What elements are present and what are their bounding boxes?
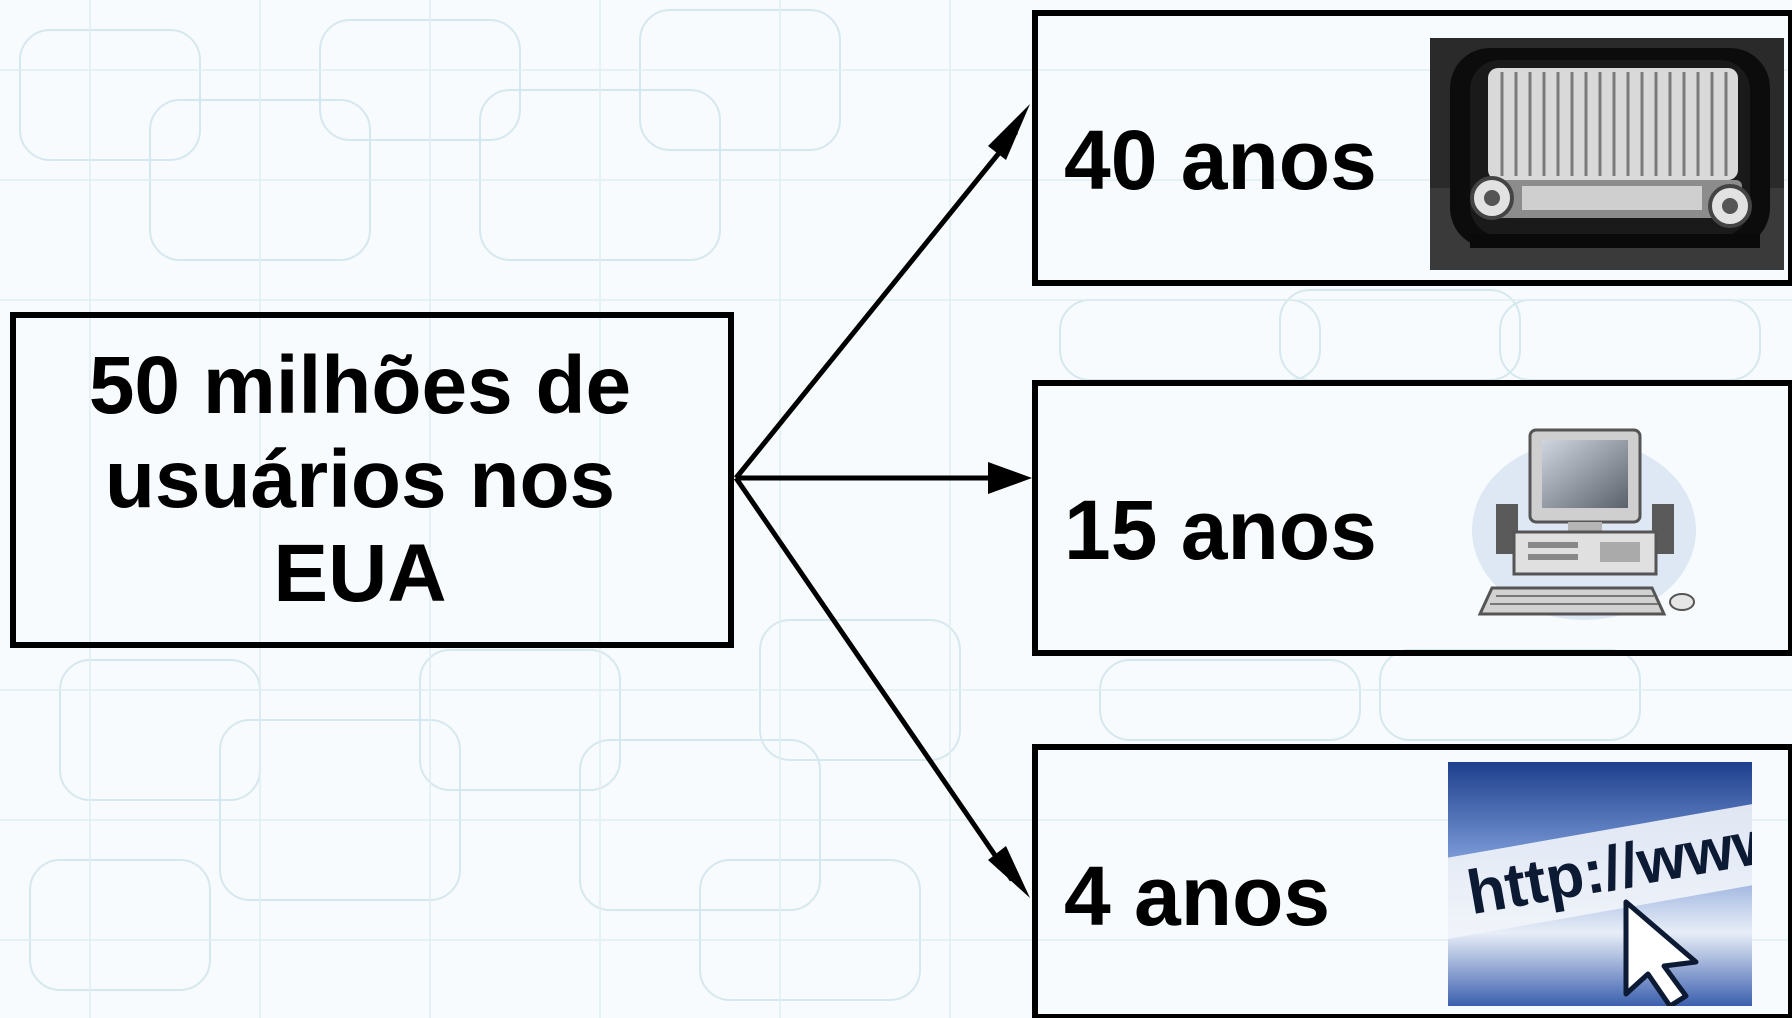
arrowhead-bottom bbox=[988, 846, 1030, 898]
arrow-to-bottom bbox=[733, 476, 1015, 882]
target-label-15-anos: 15 anos bbox=[1064, 483, 1377, 577]
arrowhead-middle bbox=[988, 462, 1032, 494]
target-label-4-anos: 4 anos bbox=[1064, 849, 1331, 943]
desktop-computer-icon bbox=[1472, 428, 1696, 620]
source-box: 50 milhões de usuários nos EUA bbox=[10, 312, 734, 648]
arrowhead-top bbox=[988, 104, 1030, 160]
radio-icon bbox=[1430, 38, 1784, 270]
web-browser-icon: http://www bbox=[1448, 762, 1752, 1006]
target-box-40-anos: 40 anos bbox=[1032, 10, 1792, 286]
arrow-to-top bbox=[734, 130, 1018, 480]
target-box-15-anos: 15 anos bbox=[1032, 380, 1792, 656]
target-box-4-anos: 4 anos http://www bbox=[1032, 744, 1792, 1018]
target-label-40-anos: 40 anos bbox=[1064, 113, 1377, 207]
source-text: 50 milhões de usuários nos EUA bbox=[88, 340, 632, 619]
